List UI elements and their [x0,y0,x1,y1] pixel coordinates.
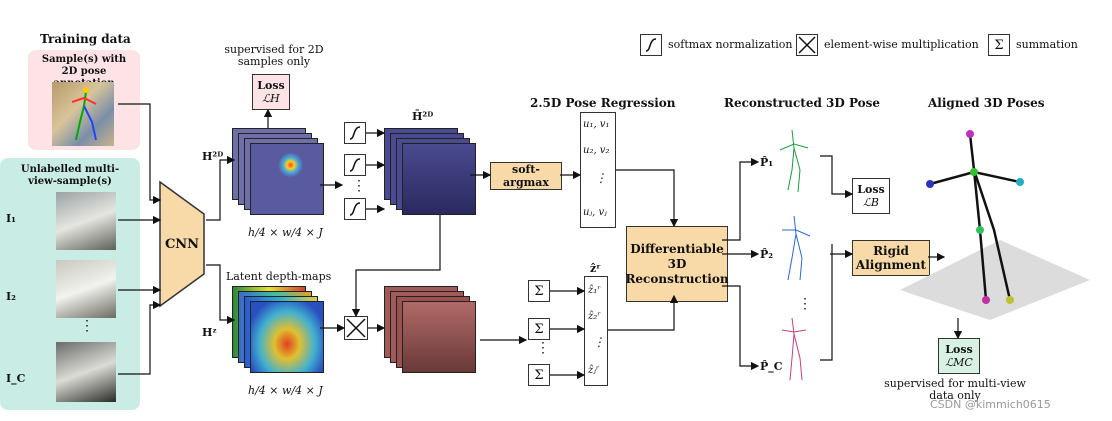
softmax-dots: ⋮ [352,178,366,194]
legend-multiply: element-wise multiplication [824,38,979,51]
loss-mc-label: Loss [945,343,973,356]
depthmap-stack [232,286,332,380]
hz-label: Hᶻ [202,326,217,339]
uv-vector: u₁, v₁ u₂, v₂ ⋮ uⱼ, vⱼ [580,112,616,228]
aligned-title: Aligned 3D Poses [928,96,1045,110]
dims-z: h/4 × w/4 × J [248,384,323,397]
input-label-1: I₁ [6,212,16,225]
input-dots: ⋮ [80,318,94,334]
training-data-title: Training data [40,32,131,46]
cnn-block [159,180,205,308]
uv-dots: ⋮ [595,171,607,185]
pose-annotation-icon [71,87,97,141]
sample-2d-panel: Sample(s) with 2D pose annotation [28,50,140,150]
loss-b-box: Loss ℒB [852,178,890,214]
softmax-node-3 [344,198,366,220]
pose-dots: ⋮ [798,296,812,312]
sum-node-1: Σ [528,280,550,302]
multiview-label: Unlabelled multi-view-sample(s) [20,164,120,187]
watermark: CSDN @kimmich0615 [930,398,1051,411]
softargmax-box: soft-argmax [490,162,562,190]
input-image-2 [56,260,116,318]
softmax-node-2 [344,154,366,176]
h2d-label: H²ᴰ [202,150,224,163]
z-j: ẑⱼʳ [588,365,600,376]
loss-b-label: Loss [857,183,885,196]
pose-label-1: P̂₁ [760,156,774,169]
sample-2d-image [52,82,114,146]
dims-2d: h/4 × w/4 × J [248,226,323,239]
sum-dots: ⋮ [536,340,550,356]
heatmap-stack-2d [232,128,332,222]
loss-h-symbol: ℒH [262,92,280,105]
z-dots: ⋮ [593,335,605,349]
pose-label-c: P̂_C [760,360,783,373]
pose-label-2: P̂₂ [760,248,774,261]
loss-h-label: Loss [257,79,285,92]
softmax-node-1 [344,122,366,144]
regression-title: 2.5D Pose Regression [530,96,676,110]
uv-j: uⱼ, vⱼ [583,207,607,218]
z-vector: ẑ₁ʳ ẑ₂ʳ ⋮ ẑⱼʳ [584,276,608,386]
sum-node-2: Σ [528,318,550,340]
normalized-heatmap-stack [384,128,484,222]
multiply-icon [796,34,818,56]
supervised-2d-note: supervised for 2D samples only [224,43,324,68]
sum-icon: Σ [988,34,1010,56]
weighted-depth-stack [384,286,484,380]
supervised-mv-note: supervised for multi-view data only [884,377,1026,402]
z-header: ẑʳ [590,262,601,275]
skeleton-2 [782,215,811,281]
softmax-icon [640,34,662,56]
input-label-2: I₂ [6,290,16,303]
sum-node-3: Σ [528,364,550,386]
uv-1: u₁, v₁ [583,119,610,130]
loss-h-box: Loss ℒH [252,74,290,110]
z-2: ẑ₂ʳ [588,311,601,322]
uv-2: u₂, v₂ [583,145,610,156]
input-label-c: I_C [6,372,26,385]
rigid-alignment-box: Rigid Alignment [852,240,930,276]
z-1: ẑ₁ʳ [588,285,601,296]
skeleton-c [781,317,807,381]
loss-mc-symbol: ℒMC [945,356,973,369]
legend-sum: summation [1016,38,1078,51]
input-image-1 [56,192,116,250]
reconstructed-poses: ⋮ [779,129,812,381]
h2d-bar-label: H̄²ᴰ [412,110,434,123]
reconstructed-title: Reconstructed 3D Pose [724,96,881,110]
input-image-c [56,342,116,402]
loss-b-symbol: ℒB [862,196,879,209]
skeleton-1 [779,129,809,193]
legend-softmax: softmax normalization [668,38,793,51]
cnn-label: CNN [164,237,200,252]
aligned-poses [900,130,1090,320]
reconstruction-box: Differentiable 3D Reconstruction [625,226,729,302]
latent-depth-label: Latent depth-maps [226,270,332,283]
